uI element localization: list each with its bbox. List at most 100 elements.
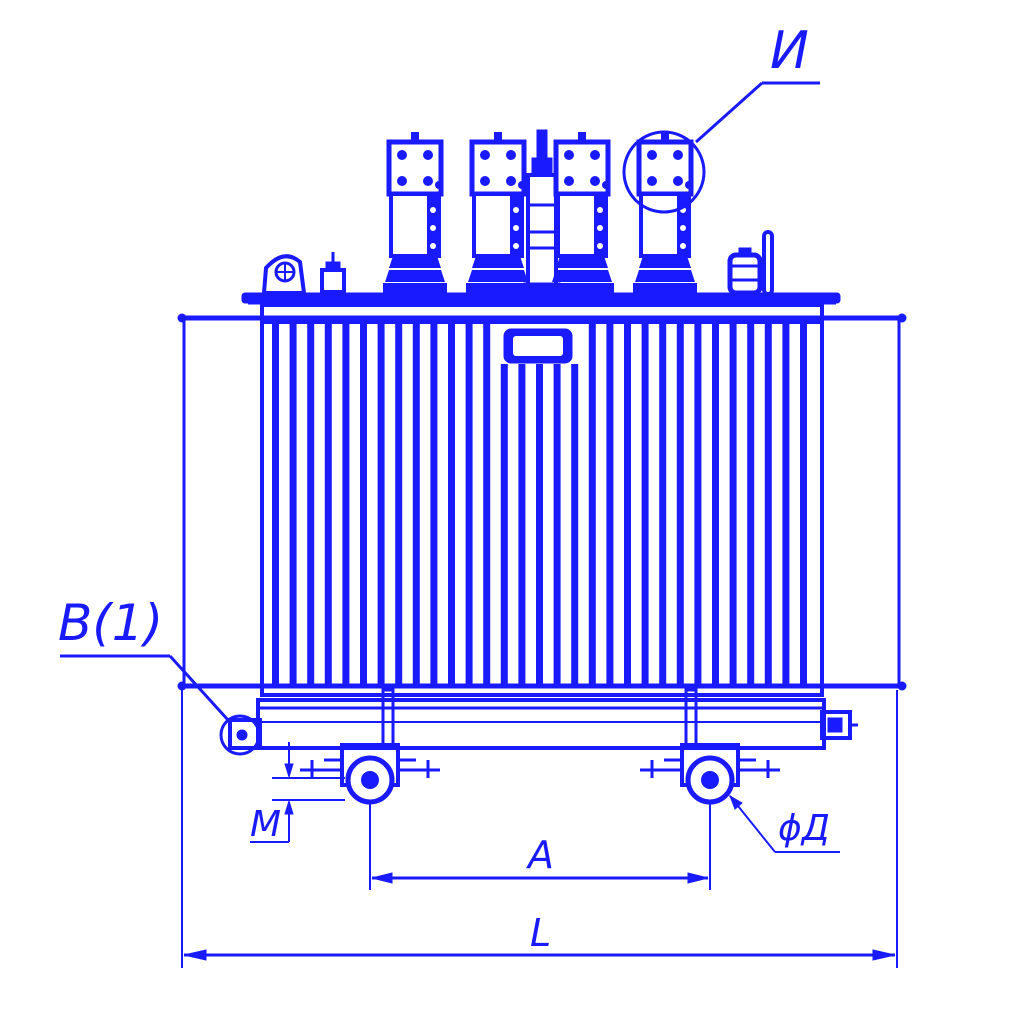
bushing-flange: [466, 283, 530, 293]
bolt: [397, 150, 407, 160]
lifting-eye: [261, 254, 307, 295]
radiator-fin: [712, 324, 719, 686]
radiator-fin: [395, 324, 403, 686]
bolt: [506, 150, 516, 160]
radiator-fin: [465, 324, 473, 686]
wheel-hub: [701, 771, 719, 789]
label-detail-b: В(1): [58, 594, 163, 652]
bolt: [430, 225, 436, 231]
label-dim-a: А: [525, 833, 554, 877]
label-dim-l: L: [530, 911, 551, 955]
bolt: [673, 150, 683, 160]
bolt: [685, 181, 693, 189]
bushing-shed: [552, 270, 612, 282]
wheel-hub: [361, 771, 379, 789]
bushing-stub: [494, 132, 502, 142]
tank-cover: [241, 292, 841, 305]
tank-body: [260, 303, 824, 697]
bolt: [680, 243, 686, 249]
bolt: [513, 207, 519, 213]
bolt: [513, 225, 519, 231]
bolt: [564, 150, 574, 160]
dim-diameter: ϕД: [729, 794, 840, 853]
radiator-fin: [500, 364, 508, 686]
callout-b: В(1): [58, 594, 230, 722]
bolt: [680, 225, 686, 231]
bushing-shed: [639, 256, 691, 268]
callout-i: И: [622, 21, 820, 214]
radiator-fin: [377, 324, 385, 686]
radiator-fin: [764, 324, 772, 686]
radiator-fin: [747, 324, 755, 686]
cover-valve: [320, 252, 346, 294]
bolt: [430, 243, 436, 249]
radiator-fin: [307, 324, 315, 686]
bolt: [506, 176, 516, 186]
radiator-fin: [641, 324, 649, 686]
oil-gauge: [727, 230, 774, 296]
bolt: [423, 150, 433, 160]
earthing-boss: [219, 714, 262, 756]
bushing-shed: [385, 270, 445, 282]
bolt: [597, 207, 603, 213]
radiator-fin: [729, 324, 737, 686]
bolt: [597, 243, 603, 249]
radiator-fin: [536, 364, 543, 686]
bushing: [383, 132, 447, 293]
radiator-fin: [448, 324, 455, 686]
bolt: [430, 207, 436, 213]
radiator-fin: [676, 324, 684, 686]
bushing-shed: [635, 270, 695, 282]
dim-a: А: [369, 800, 711, 890]
bushing-shed: [556, 256, 608, 268]
bolt: [597, 225, 603, 231]
radiator-fin: [518, 364, 526, 686]
bushing-flange: [550, 283, 614, 293]
radiator-fin: [289, 324, 297, 686]
bushing-shed: [389, 256, 441, 268]
dim-m: М: [250, 742, 345, 845]
bolt: [647, 150, 657, 160]
bolt: [518, 181, 526, 189]
radiator-fin: [606, 324, 614, 686]
bolt: [513, 243, 519, 249]
bushing: [550, 132, 614, 293]
bolt: [673, 176, 683, 186]
bushing-shed: [468, 270, 528, 282]
bushing-head: [636, 139, 694, 197]
bushing: [466, 132, 530, 293]
bushing-stub: [411, 132, 419, 142]
wheel-assembly: [300, 743, 440, 805]
radiator-fin: [624, 324, 631, 686]
bolt: [564, 176, 574, 186]
bushing-stub: [578, 132, 586, 142]
center-column: [523, 129, 561, 295]
bushing-flange: [633, 283, 697, 293]
radiator-fin: [430, 324, 438, 686]
radiator-fin: [342, 324, 350, 686]
wheel-assembly: [640, 743, 780, 805]
nameplate: [503, 328, 573, 364]
bolt: [480, 176, 490, 186]
radiator-fin: [571, 364, 579, 686]
bolt: [480, 150, 490, 160]
radiator-fin: [659, 324, 667, 686]
radiator-fin: [272, 324, 279, 686]
radiator-fin: [553, 364, 561, 686]
bushing-flange: [383, 283, 447, 293]
bolt: [590, 176, 600, 186]
label-detail-i: И: [770, 21, 809, 81]
radiator-fin: [324, 324, 332, 686]
radiator-fin: [694, 324, 702, 686]
wheels: [300, 743, 780, 805]
radiator-fins: [272, 324, 807, 686]
radiator-fin: [483, 324, 491, 686]
radiator-fin: [360, 324, 367, 686]
label-dim-m: М: [250, 804, 281, 845]
bushing-head: [386, 139, 444, 197]
bolt: [590, 150, 600, 160]
label-dim-diameter: ϕД: [778, 808, 830, 849]
base-frame: [256, 688, 858, 750]
bushing-head: [469, 139, 527, 197]
bolt: [397, 176, 407, 186]
